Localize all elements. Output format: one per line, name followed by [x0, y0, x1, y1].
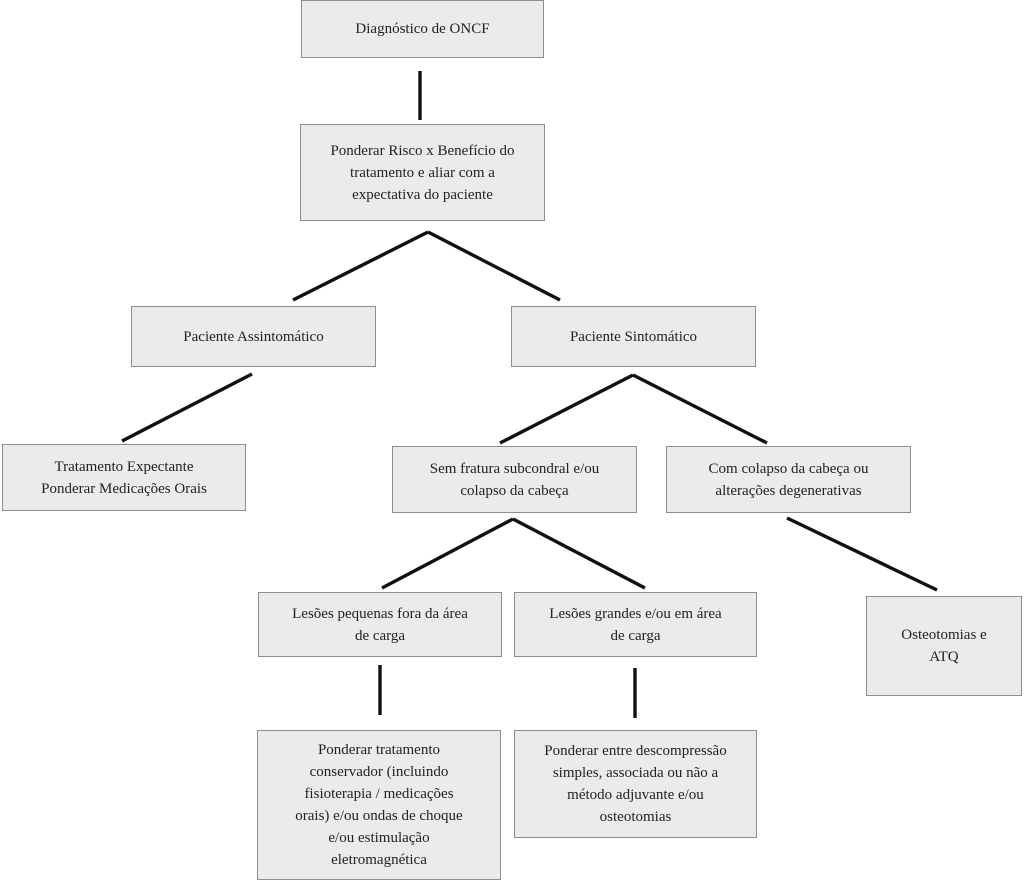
- node-lesoes-grandes: Lesões grandes e/ou em área de carga: [514, 592, 757, 657]
- edge-ponderar-assintomatico: [292, 230, 429, 302]
- node-lesoes-pequenas: Lesões pequenas fora da área de carga: [258, 592, 502, 657]
- node-sem-fratura-subcondral: Sem fratura subcondral e/ou colapso da c…: [392, 446, 637, 513]
- node-tratamento-conservador: Ponderar tratamento conservador (incluin…: [257, 730, 501, 880]
- node-descompressao: Ponderar entre descompressão simples, as…: [514, 730, 757, 838]
- edge-colapso-osteotomias: [786, 516, 938, 592]
- edge-sintomatico-semfratura: [499, 373, 634, 445]
- edge-semfratura-grandes: [512, 517, 646, 590]
- node-paciente-sintomatico: Paciente Sintomático: [511, 306, 756, 367]
- edge-assintomatico-expectante: [121, 372, 253, 443]
- edge-sintomatico-colapso: [632, 373, 768, 445]
- node-paciente-assintomatico: Paciente Assintomático: [131, 306, 376, 367]
- edge-ponderar-sintomatico: [427, 230, 561, 302]
- node-com-colapso-cabeca: Com colapso da cabeça ou alterações dege…: [666, 446, 911, 513]
- node-diagnostico-oncf: Diagnóstico de ONCF: [301, 0, 544, 58]
- node-ponderar-risco-beneficio: Ponderar Risco x Benefício do tratamento…: [300, 124, 545, 221]
- edge-semfratura-pequenas: [381, 517, 514, 590]
- node-tratamento-expectante: Tratamento Expectante Ponderar Medicaçõe…: [2, 444, 246, 511]
- node-osteotomias-atq: Osteotomias e ATQ: [866, 596, 1022, 696]
